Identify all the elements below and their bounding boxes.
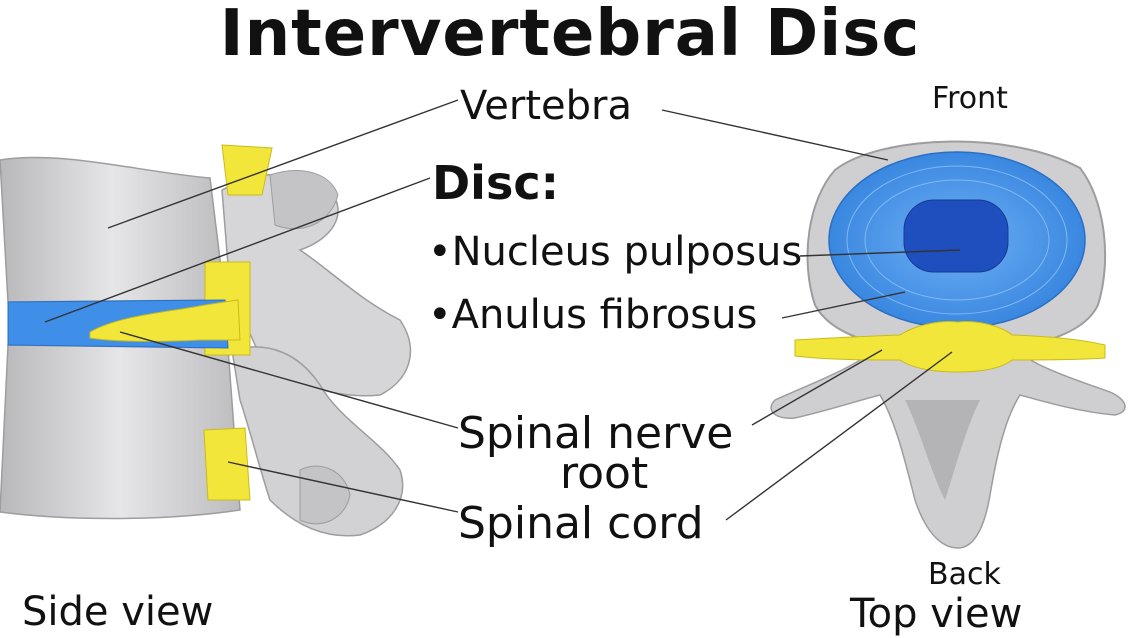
side-view-illustration [0, 144, 412, 537]
top-view-illustration [770, 140, 1126, 549]
leader-cord-side [227, 461, 459, 513]
leader-nerve-side [119, 331, 459, 429]
leader-lines [44, 99, 961, 521]
top-anulus-ring [846, 165, 1068, 315]
label-disc-heading: Disc: [432, 156, 559, 210]
top-anulus-ring [864, 179, 1050, 301]
label-side-view: Side view [22, 589, 214, 635]
lower-vertebra [0, 344, 241, 520]
top-nerve-roots [794, 321, 1106, 373]
label-spinal-cord: Spinal cord [458, 498, 704, 549]
label-nucleus-pulposus: •Nucleus pulposus [428, 229, 803, 275]
side-spinal-cord-upper [221, 144, 273, 196]
lower-process [231, 346, 404, 537]
side-nerve-root [89, 299, 241, 342]
top-posterior-shadow [905, 400, 980, 500]
label-spinal-nerve: Spinal nerve [458, 408, 734, 459]
leader-vertebra-top [661, 109, 889, 161]
leader-vertebra-side [107, 99, 459, 229]
label-top-view: Top view [850, 591, 1023, 637]
side-spinal-cord-lower [203, 427, 251, 501]
leader-cord-top [725, 351, 953, 521]
label-spinal-nerve-root: root [560, 448, 649, 499]
label-anulus-fibrosus: •Anulus fibrosus [428, 292, 758, 338]
leader-disc [44, 177, 431, 323]
label-front: Front [932, 81, 1008, 116]
page-title: Intervertebral Disc [219, 0, 921, 71]
leader-anulus [781, 291, 906, 319]
label-back: Back [928, 557, 1001, 592]
top-nucleus-pulposus [903, 199, 1009, 273]
upper-facet [269, 170, 339, 230]
leader-nerve-top [751, 349, 883, 426]
leader-nucleus [799, 249, 961, 257]
upper-vertebra [0, 156, 226, 303]
label-vertebra: Vertebra [460, 83, 632, 129]
